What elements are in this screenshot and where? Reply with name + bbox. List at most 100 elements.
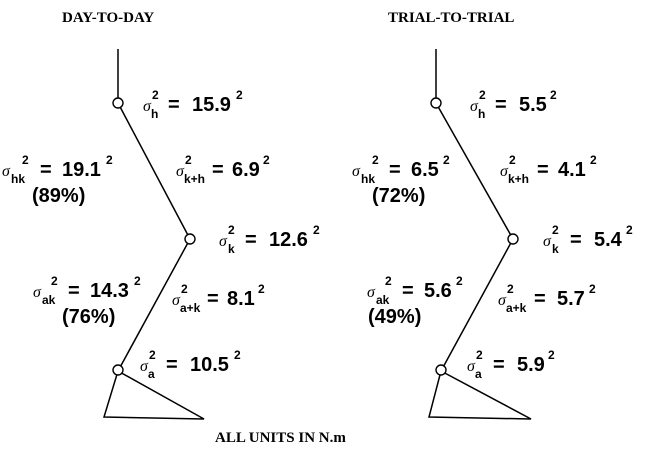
svg-text:2: 2 [263,153,270,167]
foot-segment [102,370,205,420]
svg-text:2: 2 [134,274,141,288]
svg-text:2: 2 [456,274,463,288]
panel-title: TRIAL-TO-TRIAL [388,10,514,26]
sigma-k-label: σ 2 k = 12.6 2 [219,223,320,256]
svg-text:2: 2 [149,348,156,362]
svg-text:hk: hk [11,172,25,186]
foot-segment [428,370,532,420]
svg-text:2: 2 [590,153,597,167]
svg-text:a+k: a+k [506,301,527,315]
hip-joint-icon [112,97,124,109]
svg-text:5.5: 5.5 [519,94,547,116]
svg-text:σ: σ [172,292,181,309]
svg-text:2: 2 [372,153,379,167]
svg-text:σ: σ [498,292,507,309]
svg-text:2: 2 [22,153,29,167]
svg-text:a+k: a+k [180,301,201,315]
svg-text:(76%): (76%) [62,306,115,328]
svg-text:σ: σ [470,98,479,115]
svg-text:σ: σ [143,98,152,115]
sigma-ak-label: σ ak 2 = 5.6 2 (49%) [367,274,463,328]
svg-text:k: k [552,242,559,256]
svg-text:(89%): (89%) [32,185,85,207]
svg-text:σ: σ [543,233,552,250]
svg-text:4.1: 4.1 [558,159,586,181]
svg-text:ak: ak [42,293,56,307]
svg-text:2: 2 [550,88,557,102]
svg-text:12.6: 12.6 [269,229,308,251]
svg-text:6.9: 6.9 [232,159,260,181]
svg-text:8.1: 8.1 [227,288,255,310]
svg-text:5.7: 5.7 [557,288,585,310]
svg-text:σ: σ [367,284,376,301]
svg-text:σ: σ [352,163,361,180]
svg-text:2: 2 [258,282,265,296]
svg-text:2: 2 [236,88,243,102]
svg-text:=: = [166,354,178,376]
svg-text:k+h: k+h [184,172,205,186]
svg-text:=: = [534,288,546,310]
svg-text:=: = [389,159,401,181]
svg-text:2: 2 [552,223,559,237]
svg-text:=: = [495,94,507,116]
svg-text:=: = [537,159,549,181]
panel-day-to-day: DAY-TO-DAY σ 2 h = 15.9 2 σ hk 2 = 19.1 … [2,10,320,420]
svg-text:5.6: 5.6 [424,280,452,302]
panel-title: DAY-TO-DAY [62,10,154,26]
sigma-k-label: σ 2 k = 5.4 2 [543,223,633,256]
hip-joint-icon [430,97,442,109]
svg-text:σ: σ [140,358,149,375]
svg-text:=: = [245,229,257,251]
svg-text:2: 2 [181,282,188,296]
svg-text:2: 2 [152,88,159,102]
svg-text:2: 2 [507,282,514,296]
svg-text:2: 2 [385,274,392,288]
svg-text:k: k [228,242,235,256]
sigma-h-label: σ 2 h = 5.5 2 [470,88,557,121]
ankle-joint-icon [112,364,124,376]
svg-text:=: = [168,94,180,116]
svg-text:a: a [148,367,155,381]
svg-text:h: h [478,107,485,121]
sigma-a-label: σ 2 a = 5.9 2 [467,348,555,381]
sigma-a-plus-k-label: σ 2 a+k = 8.1 2 [172,282,265,315]
sigma-ak-label: σ ak 2 = 14.3 2 (76%) [33,274,141,328]
svg-text:2: 2 [479,88,486,102]
svg-text:5.9: 5.9 [517,354,545,376]
svg-text:hk: hk [361,172,375,186]
svg-text:k+h: k+h [508,172,529,186]
svg-text:=: = [40,159,52,181]
thigh-segment [117,102,191,240]
svg-text:6.5: 6.5 [411,159,439,181]
svg-text:10.5: 10.5 [190,354,229,376]
svg-text:2: 2 [476,348,483,362]
svg-text:2: 2 [548,348,555,362]
knee-joint-icon [507,233,519,245]
sigma-hk-label: σ hk 2 = 6.5 2 (72%) [352,153,450,207]
svg-text:2: 2 [509,153,516,167]
svg-text:2: 2 [313,223,320,237]
svg-text:σ: σ [467,358,476,375]
svg-text:=: = [212,159,224,181]
svg-text:σ: σ [219,233,228,250]
svg-text:ak: ak [376,293,390,307]
svg-text:19.1: 19.1 [62,159,101,181]
svg-text:σ: σ [33,284,42,301]
sigma-hk-label: σ hk 2 = 19.1 2 (89%) [2,153,113,207]
svg-text:2: 2 [51,274,58,288]
sigma-k-plus-h-label: σ 2 k+h = 4.1 2 [500,153,597,186]
svg-text:σ: σ [176,163,185,180]
svg-text:(72%): (72%) [372,185,425,207]
shank-segment [440,238,514,372]
panel-trial-to-trial: TRIAL-TO-TRIAL σ 2 h = 5.5 2 σ hk 2 = 6.… [352,10,633,420]
svg-text:2: 2 [234,348,241,362]
svg-text:2: 2 [106,153,113,167]
svg-text:5.4: 5.4 [594,229,623,251]
svg-text:15.9: 15.9 [192,94,231,116]
sigma-k-plus-h-label: σ 2 k+h = 6.9 2 [176,153,270,186]
svg-text:a: a [475,367,482,381]
units-footnote: ALL UNITS IN N.m [215,430,346,446]
shank-segment [117,238,191,372]
svg-text:(49%): (49%) [368,306,421,328]
